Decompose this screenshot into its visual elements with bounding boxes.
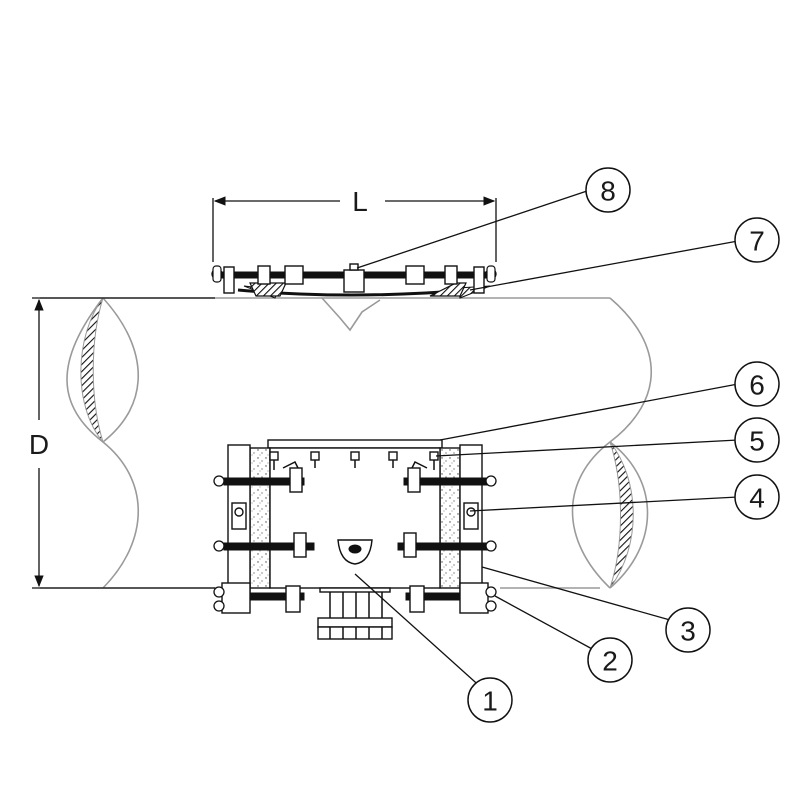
- callout-7: 7: [734, 217, 780, 263]
- callout-4: 4: [734, 474, 780, 520]
- length-label: L: [352, 186, 368, 217]
- svg-text:2: 2: [602, 646, 618, 677]
- callout-5: 5: [734, 417, 780, 463]
- svg-text:4: 4: [749, 483, 765, 514]
- diameter-label: D: [29, 429, 49, 460]
- bolt-row-upper: [213, 460, 497, 493]
- svg-text:7: 7: [749, 226, 765, 257]
- callout-6: 6: [734, 361, 780, 407]
- svg-text:1: 1: [482, 686, 498, 717]
- main-clamp-assembly: [213, 439, 497, 640]
- svg-text:3: 3: [680, 616, 696, 647]
- callout-1: 1: [467, 677, 513, 723]
- length-dimension: L: [212, 186, 497, 262]
- bolt-row-middle: [213, 532, 497, 558]
- diameter-dimension: D: [29, 297, 215, 589]
- bolt-row-lower: [213, 582, 497, 614]
- pipe-outline: [40, 297, 652, 589]
- top-clamp-assembly: [211, 263, 497, 299]
- bottom-flange-studs: [329, 592, 383, 618]
- callout-2: 2: [587, 637, 633, 683]
- callout-leaders: [354, 189, 739, 691]
- top-studs: [269, 451, 439, 470]
- callout-3: 3: [665, 607, 711, 653]
- callout-8: 8: [585, 167, 631, 213]
- svg-text:5: 5: [749, 426, 765, 457]
- svg-text:6: 6: [749, 370, 765, 401]
- svg-text:8: 8: [600, 176, 616, 207]
